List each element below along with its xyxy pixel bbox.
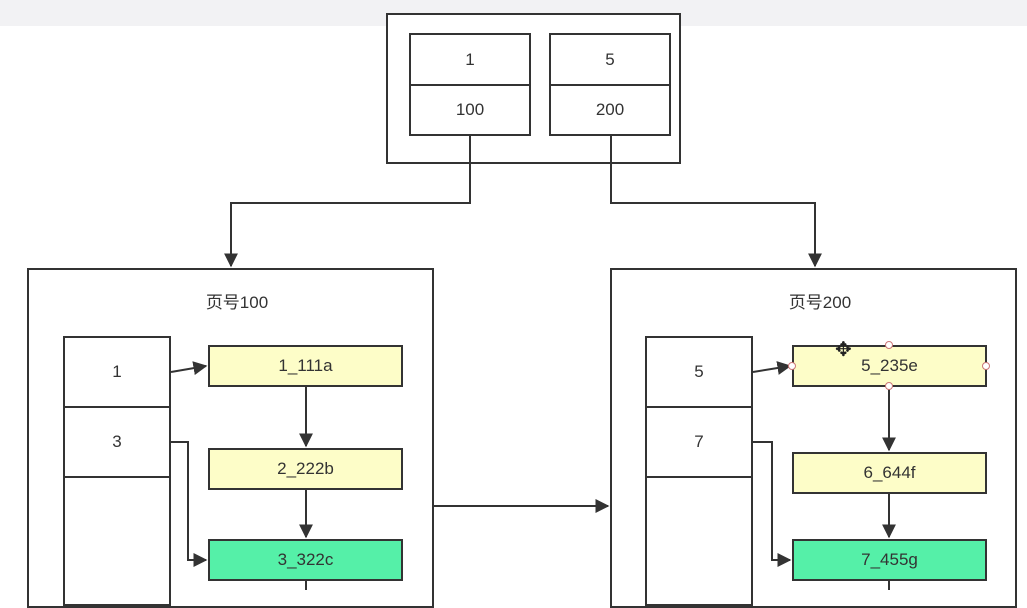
page-200-title: 页号200 <box>788 293 852 312</box>
arrow-slot5-to-rec5 <box>752 361 792 375</box>
record-6-644f[interactable]: 6_644f <box>792 452 987 494</box>
page-200-slot-2[interactable]: 7 <box>645 406 753 478</box>
root-page-100[interactable]: 100 <box>409 84 531 136</box>
page-100-slot-3[interactable] <box>63 476 171 606</box>
record-2-222b[interactable]: 2_222b <box>208 448 403 490</box>
record-1-111a[interactable]: 1_111a <box>208 345 403 387</box>
selection-handle-left[interactable] <box>788 362 796 370</box>
record-3-322c[interactable]: 3_322c <box>208 539 403 581</box>
arrow-root-to-page-100 <box>224 136 471 268</box>
page-200-slot-1[interactable]: 5 <box>645 336 753 408</box>
selection-handle-right[interactable] <box>982 362 990 370</box>
page-100-slot-1[interactable]: 1 <box>63 336 171 408</box>
move-cursor-icon: ✥ <box>835 339 852 361</box>
root-page-200[interactable]: 200 <box>549 84 671 136</box>
page-200-slot-3[interactable] <box>645 476 753 606</box>
record-7-455g[interactable]: 7_455g <box>792 539 987 581</box>
arrow-slot7-to-rec7 <box>753 441 792 567</box>
selection-handle-bottom[interactable] <box>885 382 893 390</box>
connector-lines <box>170 136 896 590</box>
page-100-title: 页号100 <box>205 293 269 312</box>
arrow-slot3-to-rec3 <box>171 441 208 567</box>
selection-handle-top[interactable] <box>885 341 893 349</box>
arrow-root-to-page-200 <box>610 136 822 268</box>
arrow-slot1-to-rec1 <box>170 361 208 376</box>
